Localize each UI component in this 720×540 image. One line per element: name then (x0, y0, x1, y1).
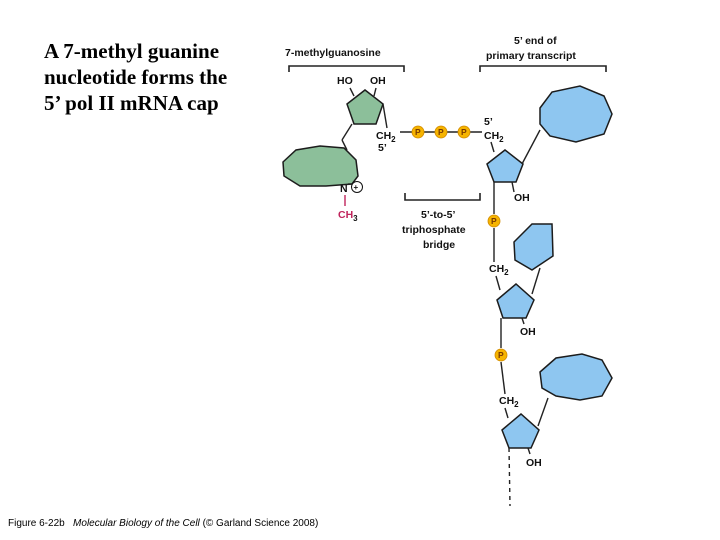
ribose-1 (486, 149, 524, 183)
base-1 (539, 85, 613, 143)
label-bridge-line2: triphosphate (402, 224, 466, 236)
svg-text:P: P (498, 350, 504, 360)
phosphate-5 (494, 348, 508, 362)
label-ch2-cap: CH2 (376, 130, 396, 144)
base-3 (539, 353, 613, 401)
phosphate-4 (487, 214, 501, 228)
title-line-2: nucleotide forms the (44, 65, 228, 89)
svg-text:P: P (438, 127, 444, 137)
label-methylguanosine: 7-methylguanosine (285, 47, 381, 59)
label-oh-2: OH (520, 326, 536, 338)
label-transcript-line1: 5’ end of (514, 35, 557, 47)
label-ch2-3: CH32 (499, 395, 519, 409)
title-line-3: 5’ pol II mRNA cap (44, 91, 219, 115)
caption-book: Molecular Biology of the Cell (73, 518, 200, 529)
ribose-3 (501, 413, 540, 449)
label-oh-cap: OH (370, 75, 386, 87)
phosphate-1 (411, 125, 425, 139)
slide-title: A 7-methyl guanine nucleotide forms the … (44, 38, 284, 116)
continuing-chain (508, 447, 511, 507)
label-ch3: CH3 (338, 209, 358, 223)
phosphate-3 (457, 125, 471, 139)
label-bridge-line3: bridge (423, 239, 455, 251)
svg-text:P: P (415, 127, 421, 137)
svg-text:P: P (491, 216, 497, 226)
base-2 (513, 223, 554, 271)
cap-ribose-pentagon (346, 89, 384, 125)
phosphate-2 (434, 125, 448, 139)
caption-credit: (© Garland Science 2008) (202, 518, 319, 529)
title-line-1: A 7-methyl guanine (44, 39, 220, 63)
label-oh-1: OH (514, 192, 530, 204)
label-n-plus: N (340, 183, 348, 195)
label-bridge-line1: 5’-to-5’ (421, 209, 456, 221)
label-oh-3: OH (526, 457, 542, 469)
figure-caption: Figure 6-22b Molecular Biology of the Ce… (8, 518, 318, 529)
label-transcript-line2: primary transcript (486, 50, 576, 62)
label-five-prime-transcript: 5’ (484, 116, 493, 128)
guanine-base (282, 145, 359, 187)
ribose-2 (496, 283, 535, 319)
label-ch2-2: CH2 (489, 263, 509, 277)
svg-text:P: P (461, 127, 467, 137)
bracket-triphosphate (404, 193, 481, 201)
label-five-prime-cap: 5’ (378, 142, 387, 154)
bracket-transcript (479, 65, 607, 72)
label-plus: + (354, 183, 359, 192)
bracket-methylguanosine (288, 65, 405, 72)
caption-figure: Figure 6-22b (8, 518, 65, 529)
label-ch2-transcript-1: CH2 (484, 130, 504, 144)
label-ho: HO (337, 75, 353, 87)
